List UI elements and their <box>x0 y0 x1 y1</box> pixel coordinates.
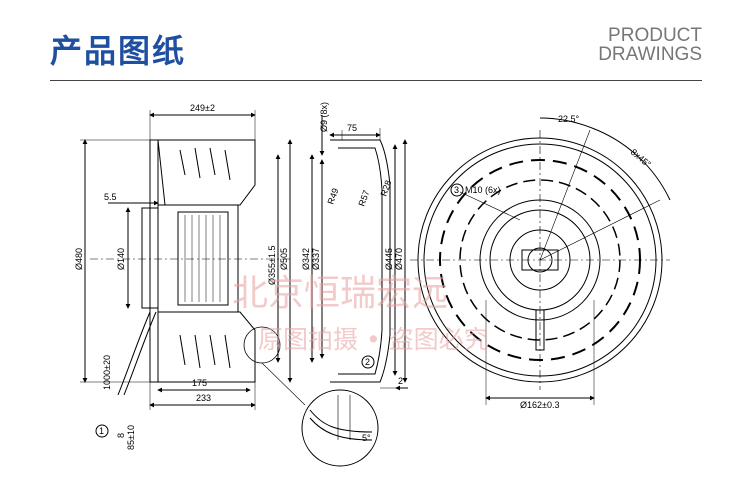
label-dia-342: Ø342 <box>301 248 311 270</box>
side-view-labels: 249±2 5.5 Ø480 Ø140 Ø355±1.5 Ø505 1000±2… <box>74 103 289 450</box>
page-subtitle: PRODUCT DRAWINGS <box>598 26 702 64</box>
label-dia-480: Ø480 <box>74 248 84 270</box>
angle-line-2 <box>539 199 661 261</box>
label-dia-470: Ø470 <box>394 248 404 270</box>
label-dia-337: Ø337 <box>311 248 321 270</box>
impeller-upper <box>157 139 256 206</box>
inner-profile <box>338 147 383 375</box>
marker-2-circle <box>361 355 375 369</box>
watermark: 北京恒瑞宏远 原图拍摄 • 盗图必究 <box>232 273 489 354</box>
label-233: 233 <box>196 393 211 403</box>
marker-1: 1 <box>99 426 104 436</box>
label-dia-162: Ø162±0.3 <box>520 400 559 410</box>
marker-1-circle <box>95 424 109 438</box>
motor-fins <box>184 215 221 302</box>
label-angle-22: 22.5° <box>558 114 580 124</box>
arc-45 <box>591 127 671 201</box>
label-angle-5: 5° <box>362 433 371 443</box>
label-cable-length: 1000±20 <box>102 355 112 390</box>
arc-22 <box>539 117 593 129</box>
label-175: 175 <box>192 378 207 388</box>
cable-gland <box>535 309 545 351</box>
side-view <box>80 110 293 438</box>
detail-curve <box>309 409 373 441</box>
label-gap-2: 2 <box>398 376 403 386</box>
label-dia-505: Ø505 <box>279 248 289 270</box>
impeller-lower <box>157 311 256 383</box>
marker-2: 2 <box>365 357 370 367</box>
label-r57: R57 <box>356 189 371 208</box>
angle-line-1 <box>539 129 591 261</box>
header-divider <box>50 80 702 81</box>
section-view <box>243 115 408 467</box>
watermark-line-1: 北京恒瑞宏远 <box>232 273 448 314</box>
watermark-line-2: 原图拍摄 • 盗图必究 <box>258 325 489 354</box>
label-dia-140: Ø140 <box>116 248 126 270</box>
detail-view-circle <box>301 389 379 467</box>
hub <box>141 207 159 309</box>
label-75: 75 <box>347 123 357 133</box>
inlet-profile <box>330 139 391 383</box>
thread-leader <box>459 191 521 221</box>
label-249: 249±2 <box>190 103 215 113</box>
label-thread: M10 (6x) <box>465 185 501 195</box>
marker-3: 3 <box>454 185 459 195</box>
blade-lines-upper <box>179 147 231 181</box>
label-dia-355: Ø355±1.5 <box>267 246 277 285</box>
motor-rotor <box>177 211 229 306</box>
front-view <box>410 117 671 405</box>
page-title: 产品图纸 <box>50 32 187 70</box>
label-8: 8 <box>116 433 126 438</box>
cable <box>117 311 157 396</box>
label-angle-8x45: 8x45° <box>629 147 653 170</box>
motor-body <box>157 204 239 313</box>
label-dia-445: Ø445 <box>384 248 394 270</box>
detail-leader <box>261 362 306 406</box>
label-5-5: 5.5 <box>104 192 117 202</box>
label-r28: R28 <box>378 179 393 198</box>
label-85: 85±10 <box>126 425 136 450</box>
front-plate <box>149 139 159 383</box>
subtitle-line-1: PRODUCT <box>608 25 702 46</box>
label-holes: Ø9 (8x) <box>319 102 329 132</box>
blade-lines-lower <box>179 334 231 369</box>
subtitle-line-2: DRAWINGS <box>598 44 702 65</box>
marker-3-circle <box>450 183 464 197</box>
label-r49: R49 <box>325 187 340 206</box>
